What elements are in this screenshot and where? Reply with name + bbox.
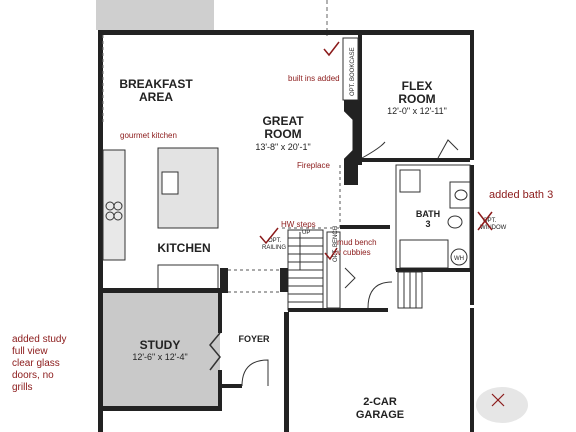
foyer-bottom-wall	[222, 384, 242, 388]
cooktop-burner	[113, 211, 123, 221]
smudge	[476, 387, 528, 423]
garage-title-1: 2-CAR	[363, 396, 397, 408]
opt-railing-label-2: RAILING	[262, 245, 286, 251]
wall-left	[98, 30, 103, 432]
mudroom-door-swing	[367, 281, 393, 309]
checkmark-icon	[324, 247, 338, 261]
water-heater-label: WH	[454, 256, 464, 262]
bath-closet	[399, 169, 421, 193]
kitchen-wall-stub	[220, 268, 228, 292]
study-title: STUDY	[140, 338, 181, 352]
bath-bottom-wall	[396, 268, 474, 272]
bath-toilet	[447, 215, 463, 229]
annotation-fireplace: Fireplace	[297, 161, 330, 170]
opt-railing-label-1: OPT.	[268, 238, 282, 244]
opt-window-label-1: OPT.	[483, 218, 497, 224]
breakfast-title-1: BREAKFAST	[119, 77, 193, 91]
top-window-block	[96, 0, 214, 30]
garage-right-wall	[470, 308, 474, 432]
annotation-mud-bench-1: mud bench	[337, 238, 377, 247]
flex-door-swing	[361, 141, 386, 159]
x-mark-icon	[491, 393, 505, 407]
mudroom-wall	[340, 225, 390, 229]
annotation-hw-steps: HW steps	[281, 220, 316, 229]
bath-number: 3	[425, 219, 430, 229]
flex-room-dims: 12'-0" x 12'-11"	[387, 106, 447, 116]
flex-wall-bottom	[362, 158, 470, 162]
kitchen-sink	[161, 171, 179, 195]
front-door-swing	[241, 359, 269, 387]
foyer-right-wall	[284, 312, 289, 432]
opt-bookcase-label: OPT. BOOKCASE	[350, 47, 356, 96]
annotation-study-note: grills	[12, 382, 33, 393]
study-right-wall	[218, 293, 222, 333]
study-bottom-wall	[100, 406, 222, 411]
annotation-added-bath: added bath 3	[489, 189, 553, 201]
wall-right-upper	[470, 30, 474, 160]
study-right-wall-lower	[218, 370, 222, 410]
foyer-title: FOYER	[238, 334, 270, 344]
annotation-mud-bench-2: w cubbies	[334, 248, 371, 257]
stairs	[287, 229, 324, 311]
x-mark-icon	[477, 211, 493, 231]
study-doors	[209, 332, 221, 371]
study-dims: 12'-6" x 12'-4"	[132, 352, 187, 362]
bath-sink	[454, 189, 468, 201]
flex-wall-left	[358, 35, 362, 165]
mudroom-closet	[344, 267, 356, 289]
fireplace-hearth	[343, 110, 353, 160]
annotation-gourmet-kitchen: gourmet kitchen	[120, 131, 177, 140]
great-room-title-1: GREAT	[262, 114, 304, 128]
water-heater	[450, 248, 468, 266]
annotation-built-ins: built ins added	[288, 74, 340, 83]
bath-tub	[399, 239, 449, 269]
flex-closet-swing	[437, 139, 459, 159]
checkmark-icon	[323, 41, 340, 57]
opt-window-label-2: WINDOW	[480, 225, 507, 231]
mud-bench	[326, 231, 341, 309]
study-area	[103, 293, 220, 408]
pantry	[157, 264, 219, 291]
annotation-study-note: full view	[12, 346, 48, 357]
stair-wall	[280, 268, 288, 292]
breakfast-title-2: AREA	[139, 90, 173, 104]
flex-room-title-2: ROOM	[398, 92, 435, 106]
annotation-study-note: clear glass	[12, 358, 60, 369]
opt-bench-label: OPT. BENCH	[333, 226, 339, 262]
garage-steps	[397, 271, 423, 309]
bath-vanity	[449, 181, 471, 209]
cooktop-burner	[113, 201, 123, 211]
checkmark-icon	[259, 227, 279, 245]
stair-bottom-wall	[288, 308, 388, 312]
wall-top	[100, 30, 472, 35]
annotation-study-note: added study	[12, 334, 67, 345]
kitchen-bottom-wall	[100, 288, 228, 293]
great-room-title-2: ROOM	[264, 127, 301, 141]
bath-title: BATH	[416, 209, 440, 219]
garage-title-2: GARAGE	[356, 409, 404, 421]
flex-room-title-1: FLEX	[402, 79, 433, 93]
great-room-dims: 13'-8" x 20'-1"	[255, 142, 310, 152]
kitchen-title: KITCHEN	[157, 241, 210, 255]
wall-right-bath	[470, 165, 474, 305]
annotation-study-note: doors, no	[12, 370, 54, 381]
stairs-up-label: UP	[302, 230, 310, 236]
